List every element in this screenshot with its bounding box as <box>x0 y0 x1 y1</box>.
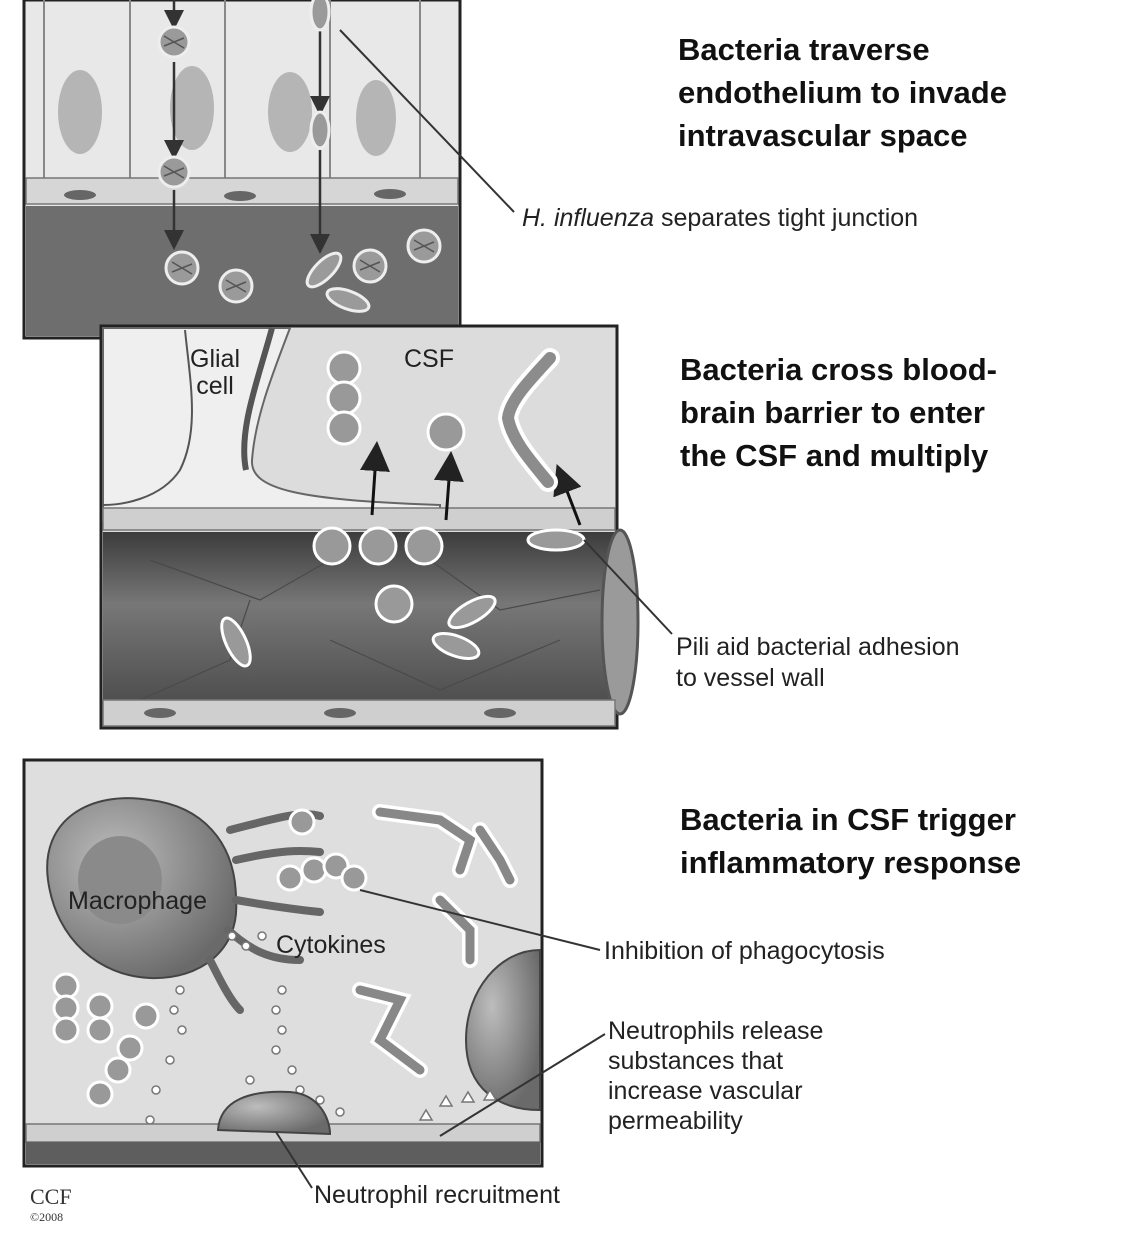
panel1-heading-line: endothelium to invade <box>678 75 1007 110</box>
glial-label-line: Glial <box>190 345 241 373</box>
pili-callout-line: to vessel wall <box>676 664 825 692</box>
panel1-heading-line: Bacteria traverse <box>678 32 930 67</box>
macrophage <box>46 797 324 1014</box>
pili-callout-line: Pili aid bacterial adhesion <box>676 633 960 661</box>
panel3-heading: Bacteria in CSF trigger inflammatory res… <box>680 798 1021 884</box>
panel-blood-brain-barrier <box>99 324 673 730</box>
panel-endothelium <box>22 0 515 340</box>
cytokines-label: Cytokines <box>276 931 386 959</box>
panel3-heading-line: Bacteria in CSF trigger <box>680 802 1016 837</box>
wall-bacteria <box>220 526 586 668</box>
traversal-arrows <box>164 0 330 254</box>
csf-label: CSF <box>404 345 454 373</box>
panel3-rods <box>352 804 518 1078</box>
recruitment-callout: Neutrophil recruitment <box>314 1181 560 1209</box>
pili-callout: Pili aid bacterial adhesion to vessel wa… <box>676 632 960 694</box>
neutrophils-callout-line: increase vascular <box>608 1077 803 1105</box>
tight-junction-callout: H. influenza separates tight junction <box>522 203 918 234</box>
neutrophil-right <box>464 948 541 1112</box>
neutrophils-release-leader <box>439 1033 606 1137</box>
phagocytosis-leader <box>359 889 601 951</box>
panel2-heading-line: Bacteria cross blood- <box>680 352 997 387</box>
crossing-arrows <box>360 441 582 526</box>
csf-bacteria <box>326 350 466 452</box>
neutrophils-callout-line: substances that <box>608 1047 784 1075</box>
glial-label-line: cell <box>196 372 234 400</box>
panel2-heading-line: the CSF and multiply <box>680 438 989 473</box>
panel1-heading: Bacteria traverse endothelium to invade … <box>678 28 1007 157</box>
panel2-heading-line: brain barrier to enter <box>680 395 985 430</box>
cell-nuclei <box>58 66 396 156</box>
tight-junction-leader <box>339 29 515 213</box>
callout-species: H. influenza <box>522 204 655 232</box>
bacteria-rods <box>305 0 371 313</box>
permeability-triangles <box>418 1088 498 1121</box>
neutrophil-recruited <box>216 1090 332 1136</box>
endothelial-cells <box>43 0 421 178</box>
recruitment-leader <box>275 1131 313 1189</box>
cytokine-particles <box>145 931 345 1125</box>
callout-rest: separates tight junction <box>654 204 919 232</box>
copyright-mark: CCF <box>30 1184 72 1209</box>
blood-vessel <box>103 532 623 712</box>
pili-leader <box>583 539 673 635</box>
panel3-heading-line: inflammatory response <box>680 845 1022 880</box>
panel-inflammatory-response <box>22 758 606 1189</box>
panel3-cocci <box>52 808 368 1108</box>
glial-cell-label: Glial cell <box>190 346 240 400</box>
neutrophils-callout-line: Neutrophils release <box>608 1017 824 1045</box>
macrophage-label: Macrophage <box>68 887 207 915</box>
glial-cell-body <box>102 327 441 521</box>
panel2-heading: Bacteria cross blood- brain barrier to e… <box>680 348 997 477</box>
copyright-year: ©2008 <box>30 1210 64 1224</box>
bacteria-cocci <box>157 25 442 304</box>
neutrophils-release-callout: Neutrophils release substances that incr… <box>608 1016 823 1136</box>
panel1-heading-line: intravascular space <box>678 118 968 153</box>
neutrophils-callout-line: permeability <box>608 1107 743 1135</box>
phagocytosis-callout: Inhibition of phagocytosis <box>604 937 885 965</box>
